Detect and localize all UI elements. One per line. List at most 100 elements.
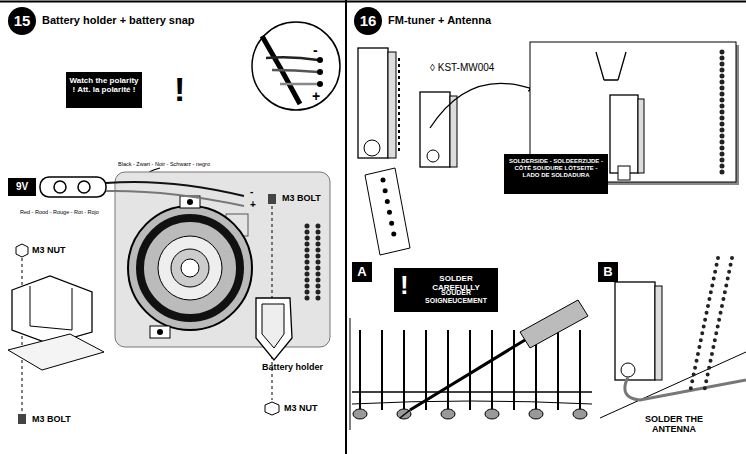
solder-joint: [485, 409, 499, 419]
caution-box: !SOLDER CAREFULLYSOUDER SOIGNEUCEMENT: [394, 268, 498, 312]
exclamation: !: [400, 272, 409, 298]
pcb: [115, 172, 330, 347]
step-number: 15Battery holder + battery snap: [8, 7, 36, 35]
letter-text: A: [352, 262, 372, 282]
coil: [427, 150, 439, 162]
zoom-arrow: [430, 83, 535, 128]
step-heading: FM-tuner + Antenna: [388, 14, 491, 27]
battery-holder-inner: [262, 304, 284, 348]
tuner-module: [615, 282, 655, 380]
polarity-sign: +: [250, 199, 256, 211]
wire: [266, 57, 318, 60]
connector-dots: [690, 258, 718, 392]
solder-joint: [441, 409, 455, 419]
iron-tip: [400, 410, 410, 418]
part-name: M3 BOLT: [32, 414, 71, 424]
part-number: ◊ KST-MW004: [430, 62, 494, 74]
part-name: M3 NUT: [284, 403, 318, 413]
voltage-tag: 9V: [8, 178, 36, 196]
pcb-strip: [365, 168, 410, 255]
part-name: Battery holder: [262, 362, 323, 372]
connector-dots: [316, 226, 321, 304]
tuner-module: [420, 92, 450, 167]
frame-line: [0, 1, 746, 3]
wire: [272, 70, 318, 72]
tuner-side: [388, 52, 396, 158]
screw: [157, 329, 163, 335]
coil: [364, 140, 380, 156]
snap-terminal: [78, 181, 90, 193]
tuner-module: [358, 48, 388, 158]
pcb-edge: [600, 352, 746, 418]
speaker-ring: [140, 218, 240, 318]
bolt-icon: [268, 194, 276, 204]
step-number: 16FM-tuner + Antenna: [354, 7, 382, 35]
tuner-side: [655, 286, 662, 380]
tuner-side: [638, 99, 644, 173]
part-name: M3 BOLT: [282, 193, 321, 203]
wire-color-label: Black - Zwart - Noir - Schwarz - negro: [118, 161, 210, 167]
tuner-pins: [398, 58, 400, 152]
bolt-icon: [18, 414, 26, 424]
warning-box: Watch the polarity ! Att. la polarité !: [66, 72, 142, 108]
bracket-fold: [30, 286, 72, 330]
exclamation: !: [174, 70, 185, 109]
solder-point: [317, 69, 323, 75]
speaker-cap: [181, 259, 199, 277]
wire: [106, 191, 244, 206]
polarity-sign: -: [250, 186, 253, 198]
solder-joint: [397, 409, 411, 419]
pcb-surface: [352, 401, 592, 404]
solderside-text: SOLDERSIDE - SOLDEERZIJDE - CÔTÉ SOUDURE…: [507, 158, 605, 179]
panel-divider: [345, 0, 347, 454]
warning-text: Watch the polarity ! Att. la polarité !: [68, 76, 140, 94]
battery-snap: [40, 177, 106, 197]
coil: [621, 363, 635, 377]
tuner-coil: [618, 166, 630, 180]
tuner-side: [450, 96, 457, 167]
speaker-cone: [158, 236, 222, 300]
connector-dots: [720, 52, 725, 175]
polarity-sign: +: [312, 88, 320, 104]
step-number-text: 16: [354, 7, 382, 35]
board-edge: [350, 318, 351, 430]
tuner-module: [610, 95, 638, 173]
part-name: M3 NUT: [32, 245, 66, 255]
solder-point: [317, 81, 323, 87]
caution-text: SOUDER SOIGNEUCEMENT: [418, 289, 494, 305]
screw: [187, 199, 193, 205]
mount-bracket: [12, 276, 92, 344]
instruction-note: SOLDER THE ANTENNA: [636, 414, 712, 435]
iron-handle: [520, 300, 588, 348]
sub-step-letter: A: [352, 262, 372, 282]
speaker-cone: [171, 249, 209, 287]
mount-plate: [8, 334, 104, 370]
battery-holder: [256, 298, 292, 360]
sub-step-letter: B: [598, 262, 618, 282]
solder-joint: [573, 409, 587, 419]
wire: [280, 83, 318, 86]
strip-holes: [383, 180, 395, 240]
clip-outline: [596, 52, 626, 80]
antenna-wire: [625, 377, 746, 400]
module-pins: [360, 330, 580, 410]
assembly-line: [22, 258, 23, 412]
voltage-text: 9V: [8, 178, 36, 196]
step-number-text: 15: [8, 7, 36, 35]
polarity-sign: -: [313, 42, 318, 58]
solderside-tag: SOLDERSIDE - SOLDEERZIJDE - CÔTÉ SOUDURE…: [504, 154, 608, 194]
connector-dots: [704, 258, 732, 392]
nut-icon: [16, 244, 28, 257]
nut-icon: [265, 402, 279, 415]
wire-color-label: Red - Rood - Rouge - Rot - Rojo: [20, 209, 99, 215]
solder-point: [317, 57, 323, 63]
zoom-circle: [252, 22, 340, 110]
step-heading: Battery holder + battery snap: [42, 14, 195, 27]
speaker-tab: [150, 326, 170, 338]
snap-terminal: [54, 181, 66, 193]
iron-shaft: [410, 340, 525, 410]
letter-text: B: [598, 262, 618, 282]
